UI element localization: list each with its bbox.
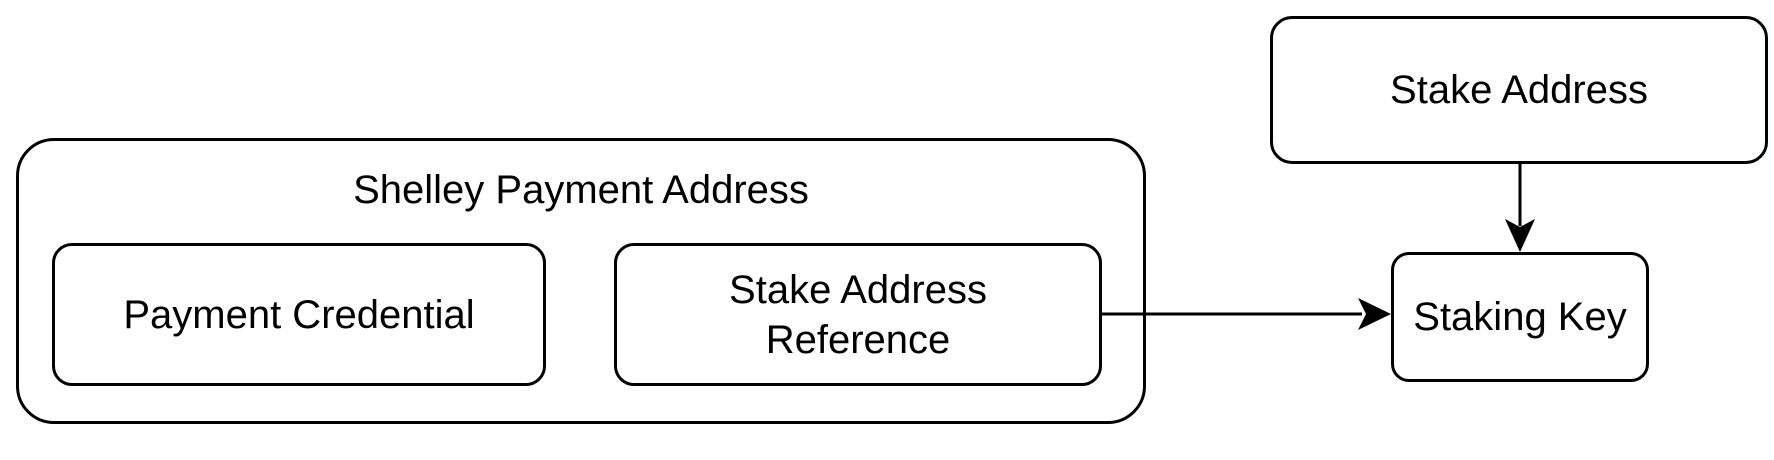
payment-credential-box: Payment Credential: [52, 243, 546, 386]
shelley-payment-address-title: Shelley Payment Address: [353, 168, 809, 212]
stake-address-reference-box: Stake Address Reference: [614, 243, 1102, 386]
stake-reference-to-staking-key-arrowhead: [1358, 298, 1391, 330]
staking-key-box: Staking Key: [1391, 252, 1649, 382]
stake-address-reference-label: Stake Address Reference: [729, 267, 987, 362]
payment-credential-label: Payment Credential: [123, 292, 475, 337]
staking-key-label: Staking Key: [1413, 294, 1627, 339]
stake-address-box: Stake Address: [1270, 16, 1768, 164]
stake-address-to-staking-key-arrowhead: [1505, 219, 1535, 252]
stake-address-label: Stake Address: [1390, 67, 1648, 112]
